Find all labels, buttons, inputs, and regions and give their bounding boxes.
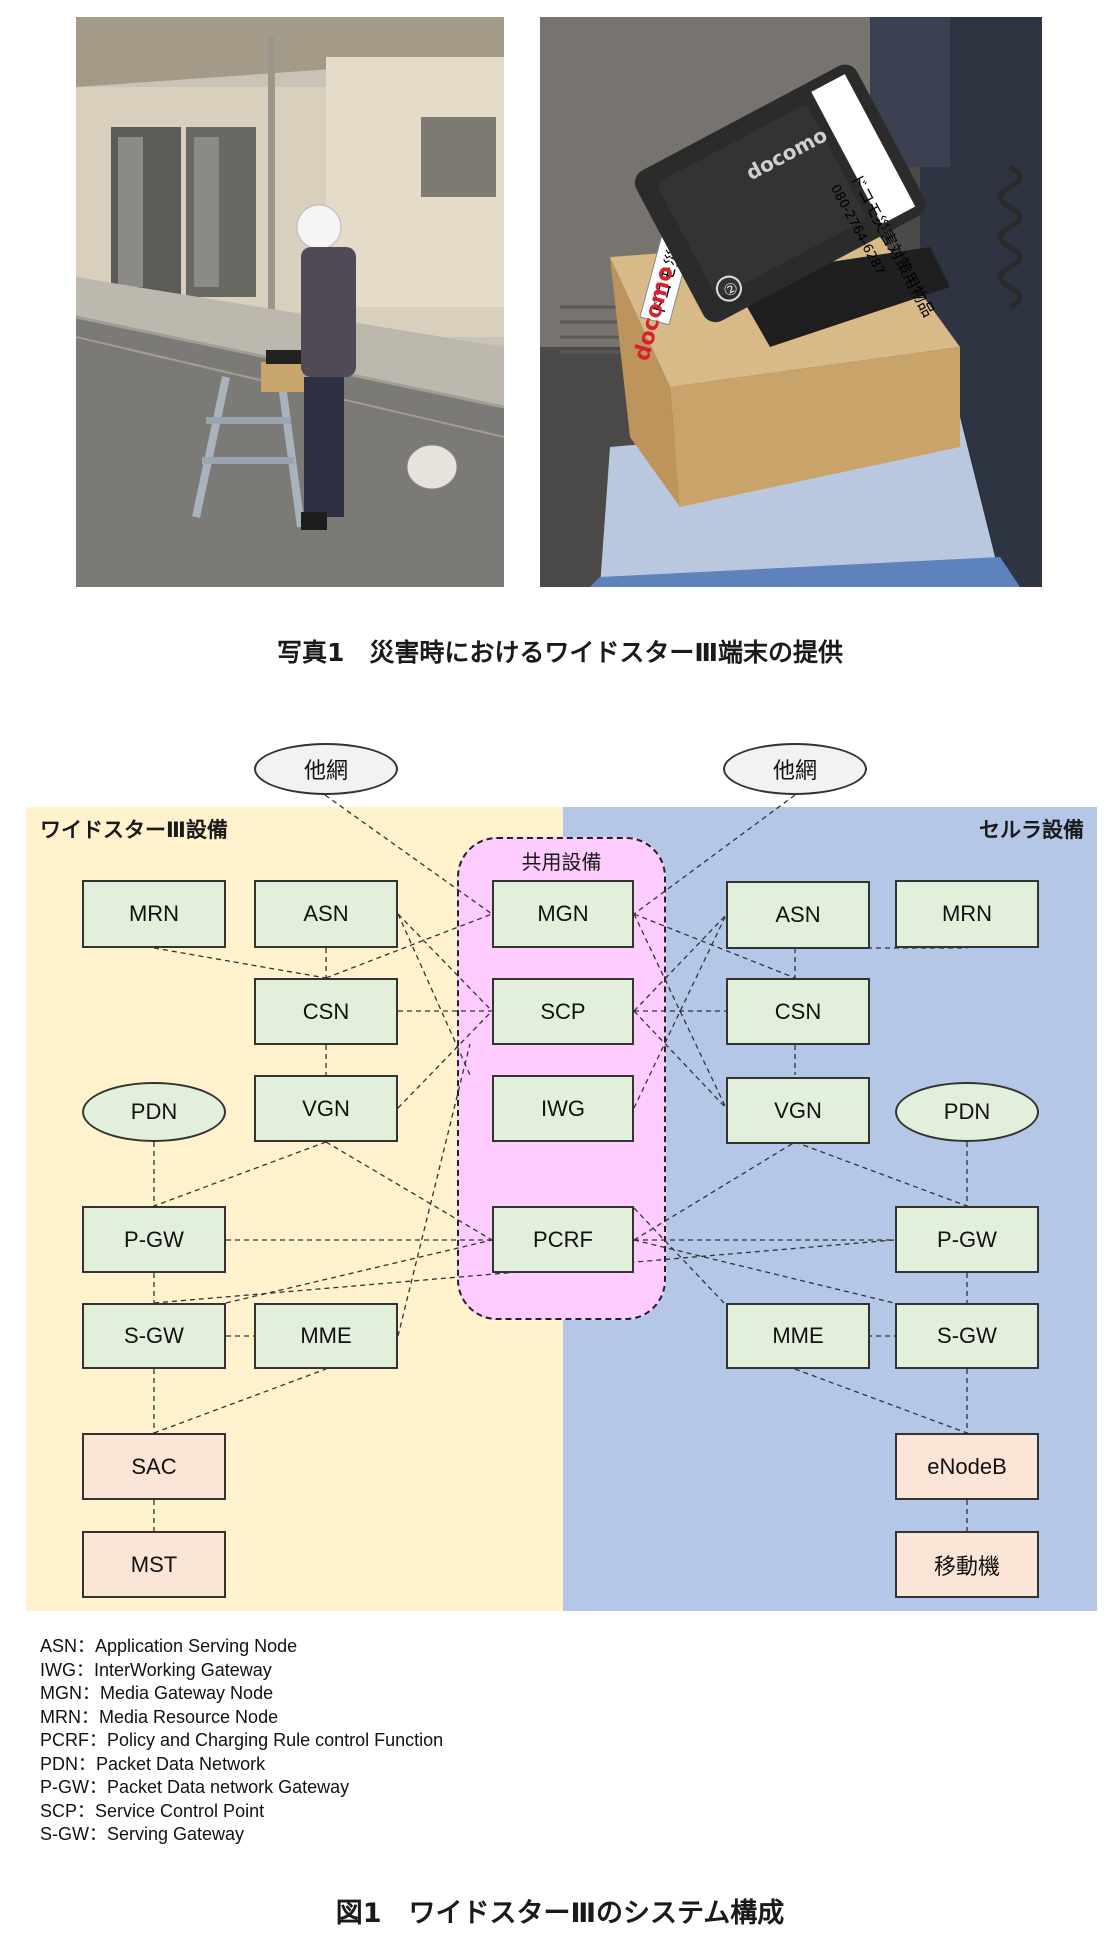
legend-item: MRN：Media Resource Node [40,1706,279,1727]
node-pcrf: PCRF [492,1206,634,1273]
photo-right-image: ドコモ災害対策用物品 docomo docomo ② ドコモ災害対策用物品 08… [540,17,1042,587]
node-sgw-left: S-GW [82,1303,226,1369]
photo-caption: 写真1 災害時におけるワイドスターⅢ端末の提供 [276,638,844,667]
legend-item: IWG：InterWorking Gateway [40,1659,272,1680]
left-region-label: ワイドスターⅢ設備 [40,818,228,842]
node-vgn-left: VGN [254,1075,398,1142]
legend-item: MGN：Media Gateway Node [40,1683,274,1703]
node-vgn-right: VGN [726,1077,870,1144]
photo-left-image [76,17,504,587]
figure-caption: 図1 ワイドスターⅢのシステム構成 [335,1898,785,1929]
node-enodeb: eNodeB [895,1433,1039,1500]
node-csn-left: CSN [254,978,398,1045]
legend-item: ASN：Application Serving Node [40,1636,298,1656]
node-asn-right: ASN [726,881,870,949]
legend-item: PDN：Packet Data Network [40,1753,266,1774]
other-network-right: 他網 [723,743,867,795]
node-mrn-right: MRN [895,880,1039,948]
node-pgw-left: P-GW [82,1206,226,1273]
node-scp: SCP [492,978,634,1045]
node-mme-left: MME [254,1303,398,1369]
node-asn-left: ASN [254,880,398,948]
node-mst: MST [82,1531,226,1598]
legend-item: PCRF：Policy and Charging Rule control Fu… [40,1730,444,1750]
node-sac: SAC [82,1433,226,1500]
node-csn-right: CSN [726,978,870,1045]
shared-region-label: 共用設備 [521,850,602,874]
legend-item: P-GW：Packet Data network Gateway [40,1777,350,1797]
node-pgw-right: P-GW [895,1206,1039,1273]
legend-item: S-GW：Serving Gateway [40,1824,245,1844]
node-iwg: IWG [492,1075,634,1142]
node-sgw-right: S-GW [895,1303,1039,1369]
node-mme-right: MME [726,1303,870,1369]
right-region-label: セルラ設備 [979,818,1084,842]
node-mrn-left: MRN [82,880,226,948]
photo-left [76,17,504,587]
photo-right: ドコモ災害対策用物品 docomo docomo ② ドコモ災害対策用物品 08… [540,17,1042,587]
node-pdn-left: PDN [82,1082,226,1142]
legend-item: SCP：Service Control Point [40,1800,265,1821]
node-mgn: MGN [492,880,634,948]
other-network-left: 他網 [254,743,398,795]
abbreviation-legend: ASN：Application Serving Node IWG：InterWo… [40,1635,443,1847]
node-pdn-right: PDN [895,1082,1039,1142]
node-mobile: 移動機 [895,1531,1039,1598]
